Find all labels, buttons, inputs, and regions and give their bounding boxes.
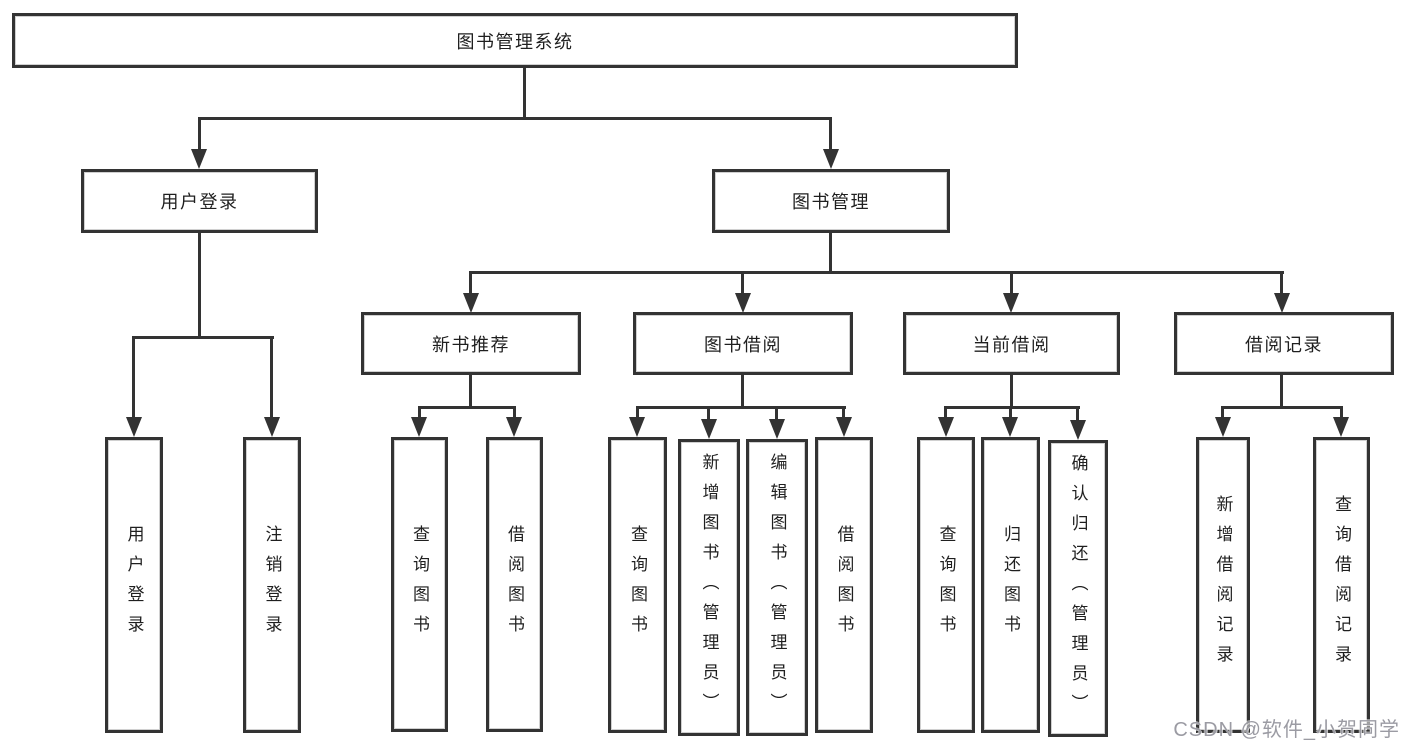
arrowhead-icon	[1002, 417, 1018, 437]
edge-drop-leaf	[1076, 406, 1079, 422]
arrowhead-icon	[1215, 417, 1231, 437]
arrowhead-icon	[126, 417, 142, 437]
arrowhead-icon	[938, 417, 954, 437]
edge-drop-leaf	[842, 406, 845, 420]
edge-drop-leaf	[132, 336, 135, 420]
arrowhead-icon	[264, 417, 280, 437]
arrowhead-icon	[1274, 293, 1290, 313]
arrowhead-icon	[1070, 420, 1086, 440]
node-current-borrowing: 当前借阅	[903, 312, 1120, 375]
arrowhead-icon	[701, 419, 717, 439]
edge-cb-bus	[944, 406, 1080, 409]
edge-drop-leaf	[1340, 406, 1343, 420]
edge-level3-bus	[469, 271, 1284, 274]
node-new-book-recommendation: 新书推荐	[361, 312, 581, 375]
node-book-borrowing: 图书借阅	[633, 312, 853, 375]
node-book-management-branch: 图书管理	[712, 169, 950, 233]
node-user-login-branch: 用户登录	[81, 169, 318, 233]
edge-drop-book-borrowing	[741, 271, 744, 296]
edge-drop-borrowing-records	[1280, 271, 1283, 296]
arrowhead-icon	[735, 293, 751, 313]
edge-user-login-stem	[198, 232, 201, 338]
edge-drop-leaf	[1009, 406, 1012, 420]
edge-nbr-bus	[418, 406, 516, 409]
arrowhead-icon	[836, 417, 852, 437]
watermark-credit: CSDN @软件_小贺同学	[1173, 719, 1400, 741]
edge-drop-user-login	[198, 117, 201, 151]
edge-drop-leaf	[944, 406, 947, 420]
edge-drop-leaf	[418, 406, 421, 420]
edge-nbr-stem	[469, 374, 472, 408]
edge-drop-leaf	[707, 406, 710, 420]
leaf-bb-query-books: 查询图书	[608, 437, 667, 733]
leaf-nbr-borrow-books: 借阅图书	[486, 437, 543, 732]
leaf-user-login: 用户登录	[105, 437, 163, 733]
leaf-bb-add-books-admin: 新增图书（管理员）	[678, 439, 740, 736]
leaf-cb-return-books: 归还图书	[981, 437, 1040, 733]
edge-drop-leaf	[775, 406, 778, 420]
edge-drop-leaf	[1221, 406, 1224, 420]
leaf-br-query-borrow-record: 查询借阅记录	[1313, 437, 1370, 733]
edge-drop-leaf	[513, 406, 516, 420]
arrowhead-icon	[1333, 417, 1349, 437]
edge-drop-new-book-recommendation	[469, 271, 472, 296]
arrowhead-icon	[629, 417, 645, 437]
edge-bb-bus	[636, 406, 846, 409]
edge-book-management-stem	[829, 232, 832, 273]
arrowhead-icon	[1003, 293, 1019, 313]
edge-bb-stem	[741, 374, 744, 408]
arrowhead-icon	[411, 417, 427, 437]
edge-root-trunk	[523, 66, 526, 119]
edge-cb-stem	[1010, 374, 1013, 408]
arrowhead-icon	[191, 149, 207, 169]
node-library-management-system: 图书管理系统	[12, 13, 1018, 68]
edge-drop-current-borrowing	[1010, 271, 1013, 296]
edge-drop-leaf	[636, 406, 639, 420]
edge-drop-book-management	[829, 117, 832, 151]
leaf-logout: 注销登录	[243, 437, 301, 733]
edge-drop-leaf	[270, 336, 273, 420]
leaf-nbr-query-books: 查询图书	[391, 437, 448, 732]
edge-user-login-bus	[132, 336, 274, 339]
edge-br-bus	[1221, 406, 1343, 409]
arrowhead-icon	[769, 419, 785, 439]
edge-br-stem	[1280, 374, 1283, 408]
arrowhead-icon	[506, 417, 522, 437]
leaf-bb-borrow-books: 借阅图书	[815, 437, 873, 733]
leaf-cb-query-books: 查询图书	[917, 437, 975, 733]
leaf-bb-edit-books-admin: 编辑图书（管理员）	[746, 439, 808, 736]
edge-level2-bus	[198, 117, 832, 120]
leaf-br-add-borrow-record: 新增借阅记录	[1196, 437, 1250, 733]
node-borrowing-records: 借阅记录	[1174, 312, 1394, 375]
leaf-cb-confirm-return-admin: 确认归还（管理员）	[1048, 440, 1108, 737]
arrowhead-icon	[823, 149, 839, 169]
arrowhead-icon	[463, 293, 479, 313]
